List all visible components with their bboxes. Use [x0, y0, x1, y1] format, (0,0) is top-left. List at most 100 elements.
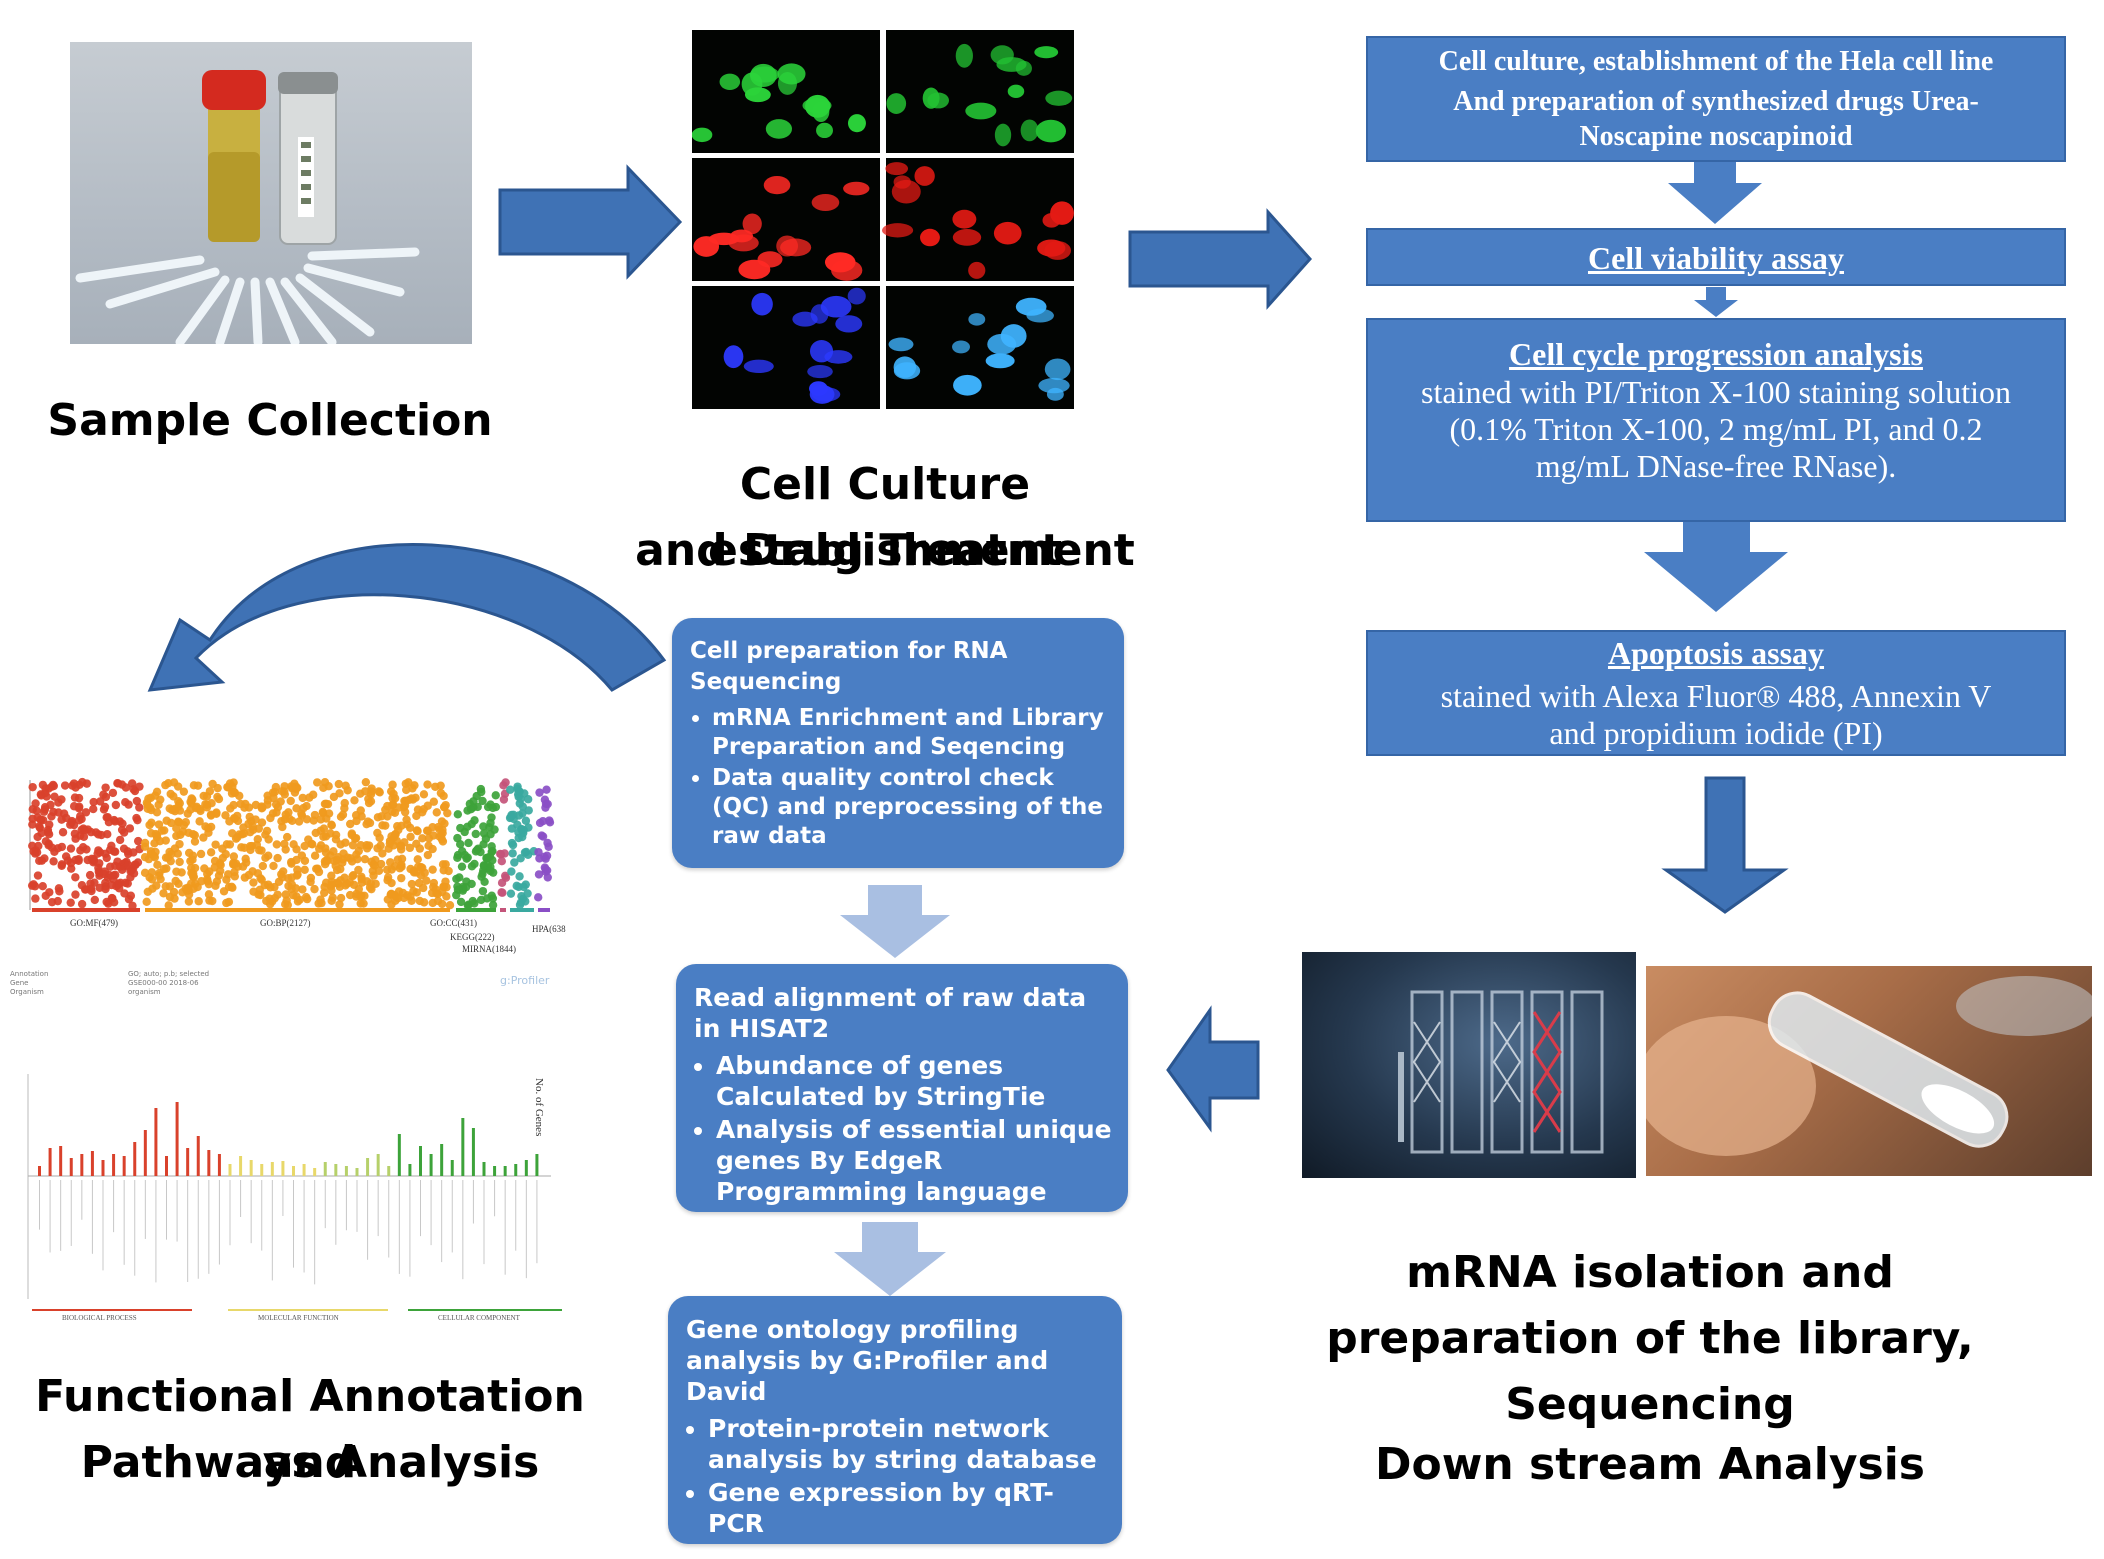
term-point: [499, 795, 509, 804]
term-point: [476, 895, 486, 905]
term-point: [300, 841, 309, 851]
term-point: [309, 816, 318, 825]
culture-line2: And preparation of synthesized drugs Ure…: [1453, 86, 1979, 117]
flow-box-culture: Cell culture, establishment of the Hela …: [1366, 36, 2066, 162]
term-point: [201, 822, 210, 831]
term-point: [369, 871, 378, 880]
term-point: [196, 806, 205, 816]
term-point: [334, 779, 344, 789]
flowcell-illustration: [1398, 990, 1604, 1154]
term-point: [249, 887, 258, 896]
term-point: [269, 861, 278, 871]
term-point: [321, 848, 331, 857]
term-point: [363, 817, 373, 826]
term-point: [533, 893, 543, 902]
term-point: [516, 854, 525, 863]
term-point: [99, 790, 108, 799]
term-point: [316, 895, 325, 904]
term-point: [514, 811, 524, 820]
urine-strips-illustration: [75, 70, 420, 344]
term-point: [394, 825, 403, 835]
term-point: [361, 777, 371, 787]
term-point: [519, 882, 528, 892]
term-point: [210, 856, 220, 866]
cell-nucleus: [805, 94, 831, 118]
term-point: [123, 879, 132, 888]
term-point: [147, 875, 157, 884]
left-arrow: [1166, 1005, 1260, 1133]
cell-nucleus: [1020, 119, 1039, 142]
term-point: [515, 799, 524, 808]
term-point: [323, 799, 333, 809]
term-point: [457, 846, 467, 856]
term-point: [264, 851, 273, 860]
cell-nucleus: [1038, 377, 1070, 394]
term-point: [284, 808, 293, 817]
term-point: [129, 869, 139, 878]
term-point: [188, 855, 197, 864]
cell-nucleus: [965, 102, 997, 120]
term-point: [162, 816, 171, 825]
cell-nucleus: [922, 87, 940, 109]
cell-nucleus: [744, 87, 771, 103]
source-bar: [32, 908, 140, 912]
term-point: [186, 805, 195, 814]
term-point: [35, 822, 44, 831]
term-point: [133, 815, 142, 825]
term-point: [67, 864, 76, 873]
cell-nucleus: [809, 384, 835, 404]
go-bar: [419, 1146, 422, 1176]
term-point: [508, 849, 517, 858]
term-point: [58, 828, 68, 837]
term-point: [414, 878, 424, 888]
term-point: [395, 864, 404, 873]
term-point: [398, 888, 408, 898]
term-point: [488, 846, 497, 856]
term-point: [507, 867, 516, 876]
term-point: [534, 870, 544, 879]
term-point: [131, 860, 140, 869]
term-point: [147, 868, 157, 877]
go-bar: [323, 1162, 327, 1176]
term-point: [218, 844, 227, 853]
term-point: [135, 803, 144, 812]
source-label: GO:BP(2127): [260, 918, 311, 928]
term-point: [77, 881, 87, 890]
term-point: [262, 826, 272, 836]
term-point: [316, 815, 326, 824]
term-point: [340, 804, 349, 813]
term-point: [49, 857, 58, 866]
term-point: [405, 843, 415, 853]
term-point: [103, 812, 112, 822]
go-bar: [482, 1162, 486, 1176]
term-point: [87, 854, 96, 864]
source-bar: [500, 908, 506, 912]
cell-nucleus: [730, 229, 754, 243]
term-point: [195, 817, 204, 826]
go-bar: [90, 1151, 94, 1176]
term-point: [478, 869, 487, 879]
cell-nucleus: [776, 235, 799, 257]
cell-nucleus: [1034, 46, 1059, 59]
term-point: [326, 829, 335, 838]
manhattan-svg: GO:MF(479)GO:BP(2127)GO:CC(431)KEGG(222)…: [27, 777, 566, 954]
term-point: [49, 781, 59, 791]
term-point: [264, 835, 273, 844]
go-bar: [535, 1154, 539, 1176]
down-arrow-4: [1661, 776, 1789, 914]
term-point: [113, 857, 122, 866]
term-point: [184, 848, 194, 858]
culture-line1: Cell culture, establishment of the Hela …: [1438, 46, 1994, 77]
term-point: [308, 840, 317, 849]
term-point: [428, 844, 437, 854]
apoptosis-title: Apoptosis assay: [1607, 635, 1825, 671]
term-point: [241, 854, 250, 864]
term-point: [374, 787, 384, 796]
term-point: [256, 890, 265, 900]
term-point: [28, 841, 37, 851]
term-point: [385, 836, 395, 846]
term-point: [89, 797, 98, 807]
term-point: [523, 850, 533, 859]
go-bar: [524, 1160, 528, 1176]
